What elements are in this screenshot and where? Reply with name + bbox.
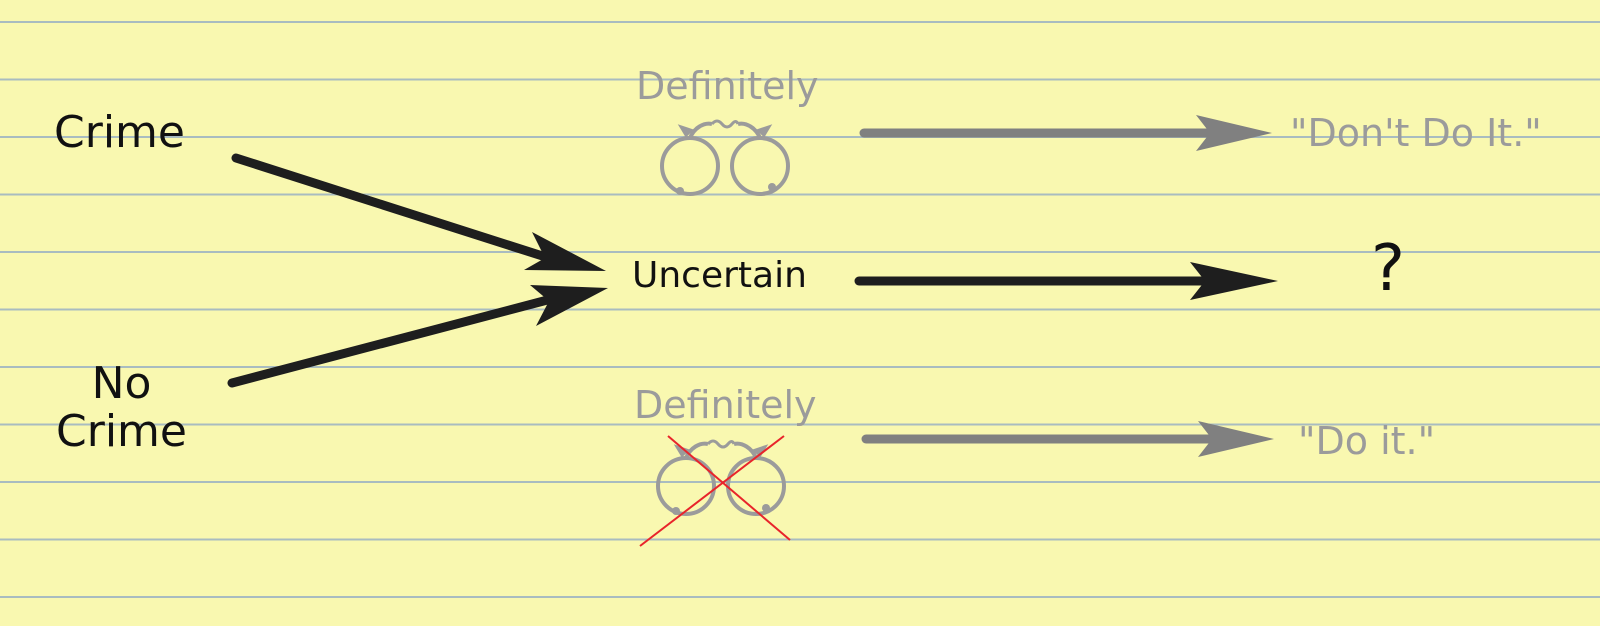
arrow-crime-to-uncertain <box>231 153 606 271</box>
no-crime-label-line2: Crime <box>56 406 187 457</box>
arrow-definitely-to-dont <box>859 115 1272 151</box>
do-it-label: "Do it." <box>1298 419 1436 463</box>
no-crime-label: No Crime <box>56 360 187 456</box>
crime-label: Crime <box>54 107 185 158</box>
arrow-uncertain-to-question <box>854 262 1278 300</box>
handcuffs-icon <box>660 119 790 196</box>
no-crime-label-line1: No <box>91 358 152 409</box>
dont-do-it-label: "Don't Do It." <box>1290 111 1542 155</box>
definitely-bottom-label: Definitely <box>634 383 817 427</box>
arrow-definitely-to-do-it <box>861 421 1274 457</box>
arrow-no-crime-to-uncertain <box>227 285 608 388</box>
uncertain-label: Uncertain <box>632 255 807 296</box>
definitely-top-label: Definitely <box>636 64 819 108</box>
question-mark-label: ? <box>1371 232 1405 306</box>
crossed-out-handcuffs-icon <box>639 435 791 547</box>
